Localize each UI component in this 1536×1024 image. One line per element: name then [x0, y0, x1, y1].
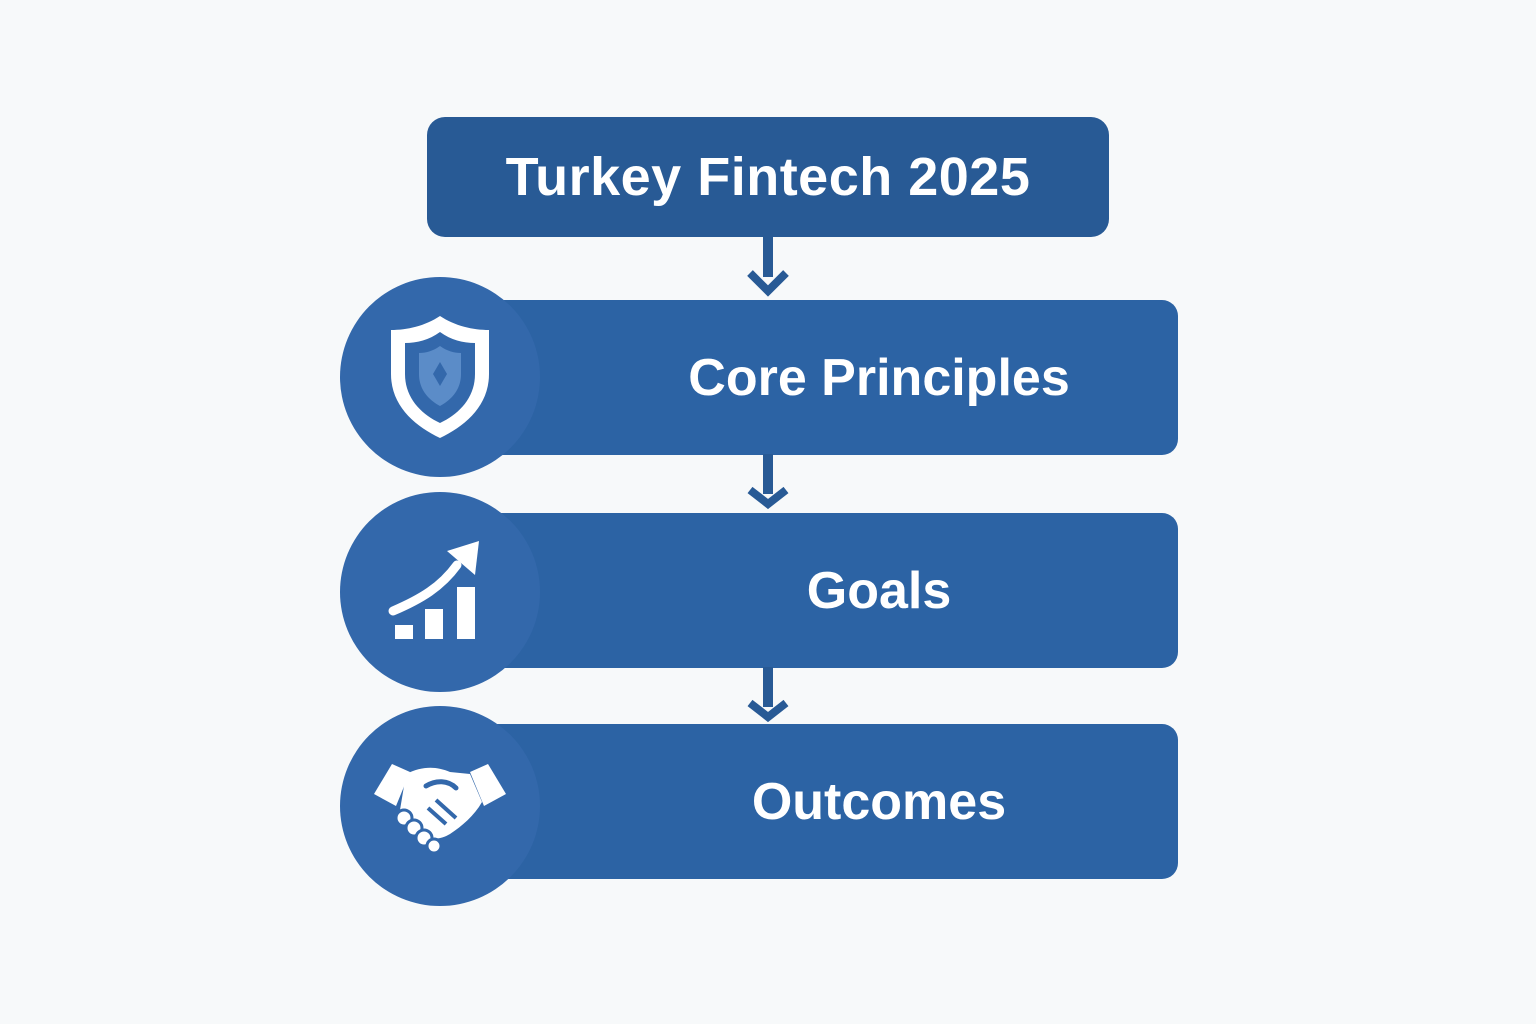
step-core-principles: Core Principles: [480, 300, 1178, 455]
diagram-title: Turkey Fintech 2025: [505, 147, 1031, 207]
step-icon-circle-core-principles: [340, 277, 540, 477]
step-goals: Goals: [480, 513, 1178, 668]
step-outcomes: Outcomes: [480, 724, 1178, 879]
arrow-down-icon: [747, 454, 789, 510]
step-icon-circle-goals: [340, 492, 540, 692]
step-label-core-principles: Core Principles: [688, 348, 1070, 407]
arrow-down-icon: [747, 667, 789, 723]
diagram-title-box: Turkey Fintech 2025: [427, 117, 1109, 237]
growth-chart-icon: [388, 541, 479, 639]
step-label-outcomes: Outcomes: [751, 772, 1007, 831]
shield-icon: [391, 316, 489, 438]
handshake-icon: [374, 764, 506, 855]
step-icon-circle-outcomes: [340, 706, 540, 906]
step-label-goals: Goals: [806, 561, 952, 620]
arrow-down-icon: [747, 237, 789, 297]
